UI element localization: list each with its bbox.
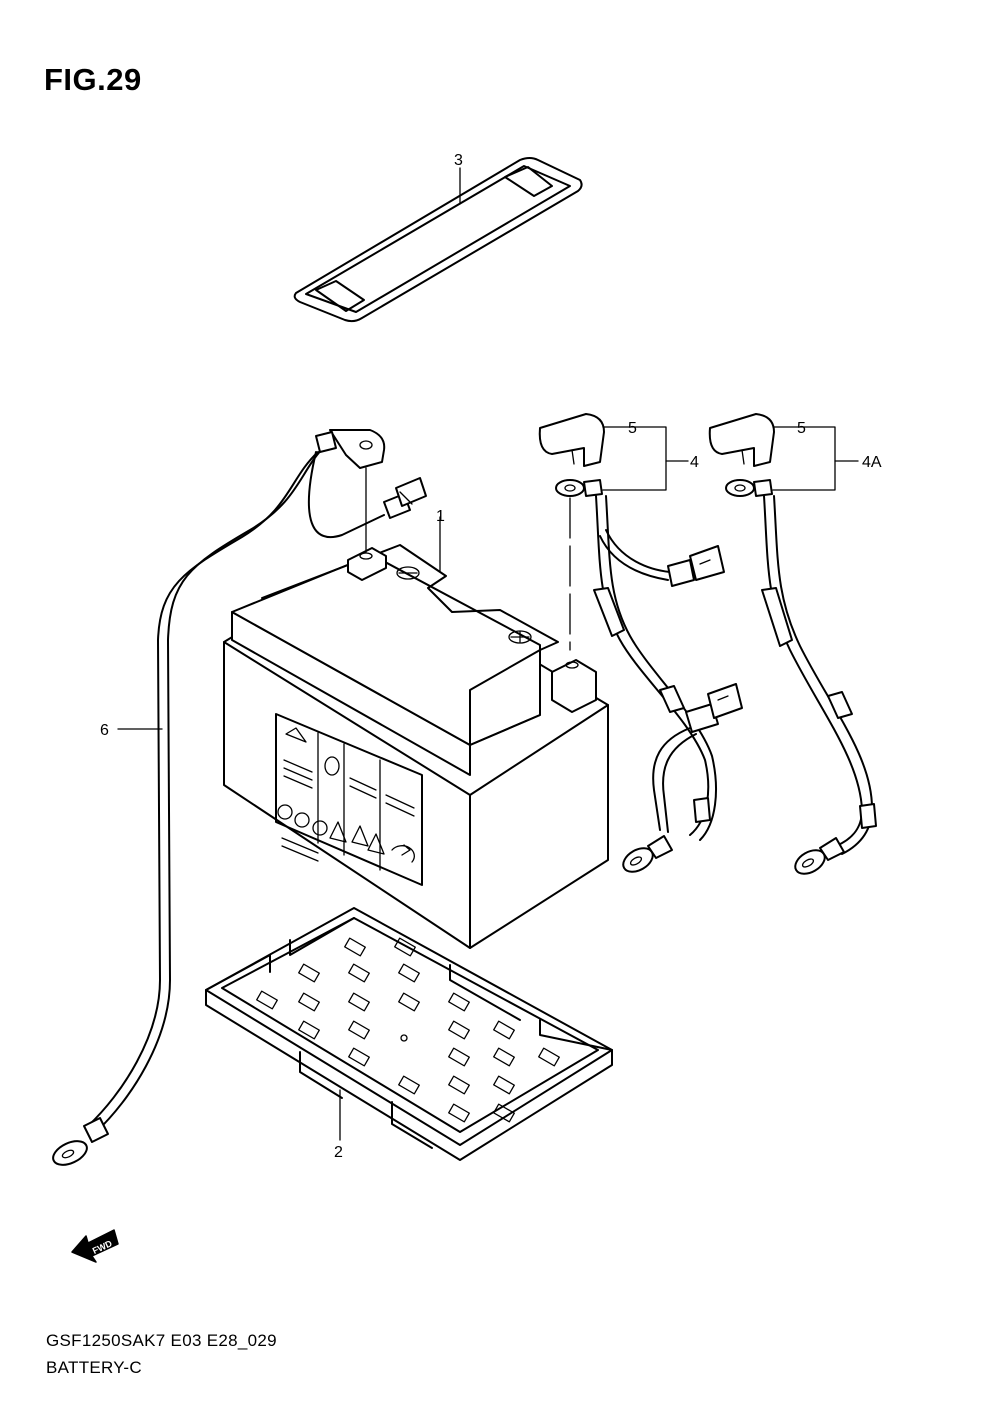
battery-strap	[293, 157, 583, 323]
positive-lead-4	[538, 413, 743, 873]
figure-title: FIG.29	[44, 62, 142, 97]
callout-4a: 4A	[862, 454, 882, 471]
battery	[223, 544, 609, 949]
callout-5a: 5	[628, 420, 637, 437]
figure-code: GSF1250SAK7 E03 E28_029	[46, 1331, 277, 1350]
positive-lead-4a	[708, 413, 877, 875]
callout-6: 6	[100, 722, 109, 739]
callout-1: 1	[436, 508, 445, 525]
forward-arrow-icon: FWD	[71, 1229, 119, 1263]
battery-tray	[205, 907, 613, 1161]
warning-icon	[285, 727, 307, 743]
recycle-icon	[391, 844, 415, 863]
negative-lead-6	[52, 429, 427, 1166]
figure-name: BATTERY-C	[46, 1358, 142, 1377]
callout-4: 4	[690, 454, 699, 471]
callout-3: 3	[454, 152, 463, 169]
callout-5b: 5	[797, 420, 806, 437]
callout-2: 2	[334, 1144, 343, 1161]
